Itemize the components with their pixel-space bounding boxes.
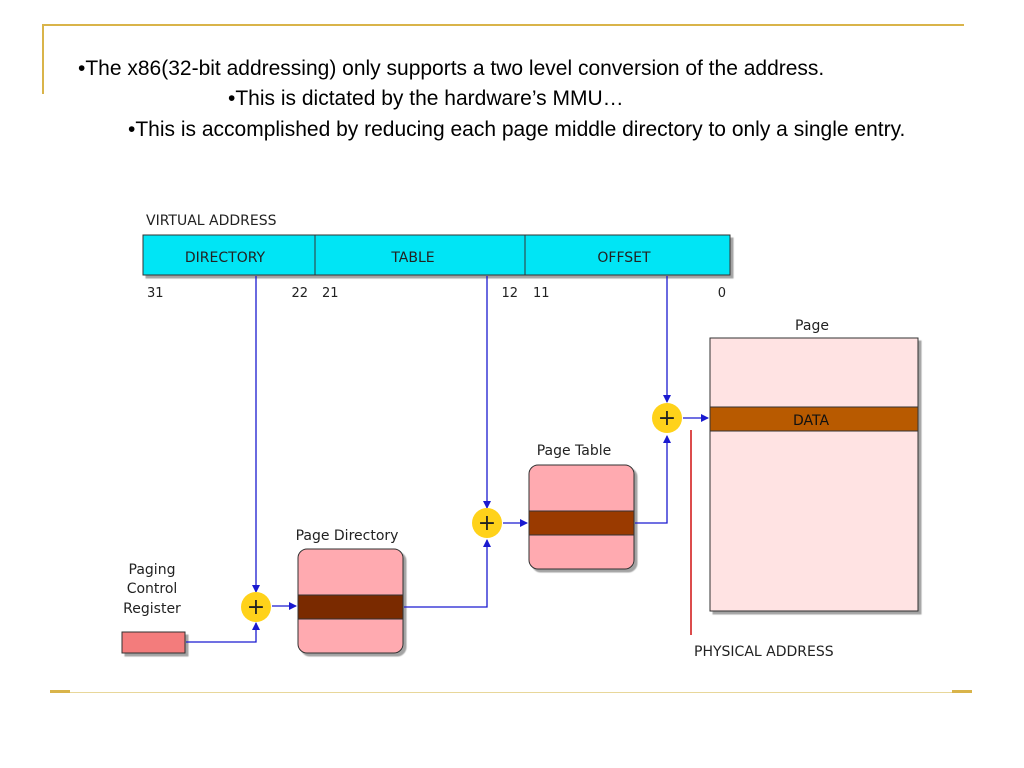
bullet-page-middle-directory: •This is accomplished by reducing each p… [128,118,906,141]
table-to-adder3-arrow [635,435,671,524]
page-directory-entry [297,594,404,620]
directory-to-adder2-arrow [404,539,491,608]
bit-label-22: 22 [291,286,308,301]
physical-address-label: PHYSICAL ADDRESS [694,644,834,660]
adder-1-symbol: + [247,595,265,620]
bit-label-11: 11 [533,286,550,301]
bit-label-21: 21 [322,286,339,301]
data-entry [709,406,919,432]
adder-1: + [241,592,271,622]
page-table-entry [528,510,635,536]
virtual-address-label: VIRTUAL ADDRESS [146,213,277,229]
bit-label-12: 12 [501,286,518,301]
paging-control-register [121,631,186,654]
bit-label-31: 31 [147,286,164,301]
register-arrow [186,622,260,643]
frame-bottom-line [50,692,972,693]
page-label: Page [795,318,829,334]
register-label-line-2: Control [127,581,178,597]
register-label-line-3: Register [123,601,181,617]
register-label-line-1: Paging [129,562,176,578]
virtual-address-bar [142,234,731,276]
frame-bottom-left-accent [50,690,70,693]
frame-bottom-right-accent [952,690,972,693]
data-label: DATA [793,413,829,429]
field-directory: DIRECTORY [185,250,266,266]
page-directory-label: Page Directory [296,528,399,544]
adder-2: + [472,508,502,538]
frame-top-line [42,24,964,26]
bullet-x86-two-level: •The x86(32-bit addressing) only support… [78,57,825,80]
frame-left-line [42,24,44,94]
adder-2-symbol: + [478,511,496,536]
bit-label-0: 0 [718,286,726,301]
field-table: TABLE [390,250,434,266]
page-box [709,337,919,612]
field-offset: OFFSET [597,250,651,266]
bullet-mmu: •This is dictated by the hardware’s MMU… [228,87,624,110]
page-table-label: Page Table [537,443,612,459]
adder-3: + [652,403,682,433]
adder-3-symbol: + [658,406,676,431]
